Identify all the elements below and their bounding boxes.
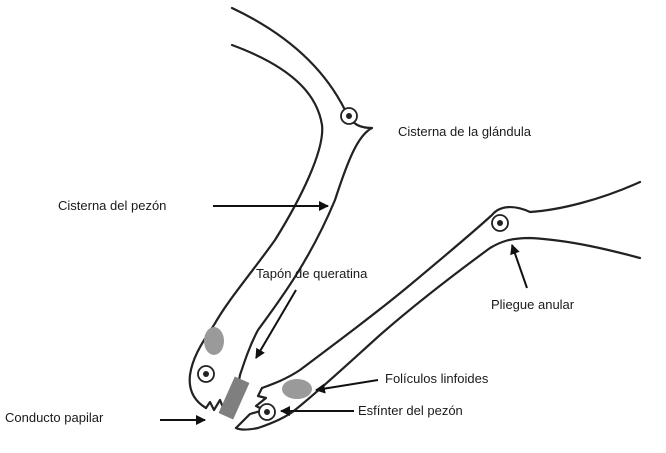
lower-sphincter-dot: [264, 409, 270, 415]
upper-sphincter-dot: [203, 371, 209, 377]
gland-cistern-label: Cisterna de la glándula: [398, 124, 531, 140]
lymphoid-follicle-upper: [204, 327, 224, 355]
gland-ring-dot: [346, 113, 352, 119]
teat-cistern-label: Cisterna del pezón: [58, 198, 166, 214]
teat-sphincter-label: Esfínter del pezón: [358, 403, 463, 419]
keratin-plug-label: Tapón de queratina: [256, 266, 367, 282]
lower-teat-upper-wall: [262, 182, 640, 388]
papillary-duct-label: Conducto papilar: [5, 410, 103, 426]
lymphoid-follicles-label: Folículos linfoides: [385, 371, 488, 387]
annular-fold-dot: [497, 220, 503, 226]
keratin-plug-shape: [219, 376, 250, 419]
lymphoid-follicle-lower: [282, 379, 312, 399]
annular-fold-label: Pliegue anular: [491, 297, 574, 313]
annular-fold-arrow: [512, 245, 527, 288]
